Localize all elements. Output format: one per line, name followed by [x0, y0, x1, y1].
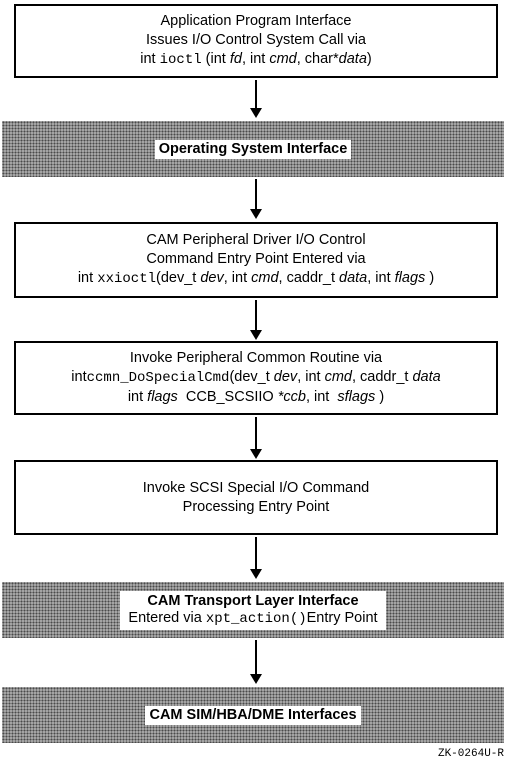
arrow-5	[249, 537, 263, 579]
box1-line3: int ioctl (int fd, int cmd, char*data)	[140, 50, 372, 70]
box2-data: data	[339, 270, 368, 286]
cam-transport-layer-interface-label: CAM Transport Layer Interface Entered vi…	[120, 590, 386, 630]
box3-l3-int: int	[127, 389, 144, 405]
box2-text-e: )	[429, 270, 435, 286]
arrow-3	[249, 300, 263, 340]
arrow-4	[249, 417, 263, 459]
box2-text-b: , int	[223, 270, 248, 286]
box3-data: data	[412, 369, 441, 385]
box4-line1: Invoke SCSI Special I/O Command	[142, 479, 370, 496]
box2-flags: flags	[394, 270, 426, 286]
box3-text-c: , caddr_t	[352, 369, 409, 385]
cam-transport-layer-subtitle: Entered via xpt_action()Entry Point	[128, 610, 377, 628]
band2-sub-a: Entered via	[128, 609, 202, 626]
cam-sim-hba-dme-interfaces-band: CAM SIM/HBA/DME Interfaces	[2, 687, 504, 743]
scsi-special-io-command-box: Invoke SCSI Special I/O Command Processi…	[14, 460, 498, 535]
band2-sub-b: Entry Point	[306, 609, 378, 626]
cam-transport-layer-title: CAM Transport Layer Interface	[147, 592, 359, 609]
box2-text-d: , int	[367, 270, 391, 286]
box1-text-a: (int	[205, 51, 226, 67]
box1-cmd: cmd	[269, 51, 297, 67]
arrow-6	[249, 640, 263, 684]
box2-line2: Command Entry Point Entered via	[146, 251, 366, 267]
peripheral-common-routine-box: Invoke Peripheral Common Routine via int…	[14, 341, 498, 415]
box2-line3: int xxioctl(dev_t dev, int cmd, caddr_t …	[78, 269, 434, 289]
xpt-action-function: xpt_action()	[205, 610, 307, 627]
box3-line1: Invoke Peripheral Common Routine via	[129, 350, 383, 366]
box1-data: data	[338, 51, 367, 67]
box3-line2: intccmn_DoSpecialCmd(dev_t dev, int cmd,…	[71, 368, 440, 388]
box3-int: int	[71, 369, 87, 385]
ccmn-dospecialcmd-function: ccmn_DoSpecialCmd	[86, 370, 230, 386]
arrow-1	[249, 80, 263, 118]
box1-line1: Application Program Interface	[160, 13, 352, 29]
box3-text-a: (dev_t	[229, 369, 270, 385]
box2-int: int	[77, 270, 94, 286]
figure-id: ZK-0264U-R	[437, 748, 504, 760]
box2-text-c: , caddr_t	[278, 270, 335, 286]
box3-l3-text-d: )	[379, 389, 385, 405]
cam-sim-hba-dme-interfaces-label: CAM SIM/HBA/DME Interfaces	[145, 705, 361, 725]
box3-dev: dev	[273, 369, 298, 385]
cam-transport-layer-interface-band: CAM Transport Layer Interface Entered vi…	[2, 582, 504, 638]
box3-ccb: *ccb	[277, 389, 306, 405]
ioctl-function: ioctl	[159, 52, 202, 68]
cam-peripheral-driver-box: CAM Peripheral Driver I/O Control Comman…	[14, 222, 498, 298]
box1-line2: Issues I/O Control System Call via	[146, 32, 366, 48]
xxioctl-function: xxioctl	[97, 271, 156, 287]
box1-text-b: , int	[241, 51, 266, 67]
box2-cmd: cmd	[251, 270, 279, 286]
box3-l3-text-c: , int	[305, 389, 330, 405]
box3-sflags: sflags	[337, 389, 376, 405]
application-program-interface-box: Application Program Interface Issues I/O…	[14, 4, 498, 78]
box1-text-d: )	[366, 51, 372, 67]
box3-text-b: , int	[297, 369, 321, 385]
box2-line1: CAM Peripheral Driver I/O Control	[146, 232, 366, 248]
box1-fd: fd	[229, 51, 242, 67]
box3-cmd: cmd	[324, 369, 352, 385]
operating-system-interface-label: Operating System Interface	[154, 139, 352, 159]
arrow-2	[249, 179, 263, 219]
box1-text-c: , char*	[296, 51, 339, 67]
box1-int: int	[140, 51, 156, 67]
box2-dev: dev	[200, 270, 224, 286]
box3-line3: int flags CCB_SCSIIO *ccb, int sflags )	[128, 388, 384, 407]
box3-flags: flags	[147, 389, 178, 405]
box2-text-a: (dev_t	[156, 270, 197, 286]
box4-line2: Processing Entry Point	[182, 498, 330, 515]
operating-system-interface-band: Operating System Interface	[2, 121, 504, 177]
box3-ccb-type: CCB_SCSIIO	[185, 389, 274, 405]
